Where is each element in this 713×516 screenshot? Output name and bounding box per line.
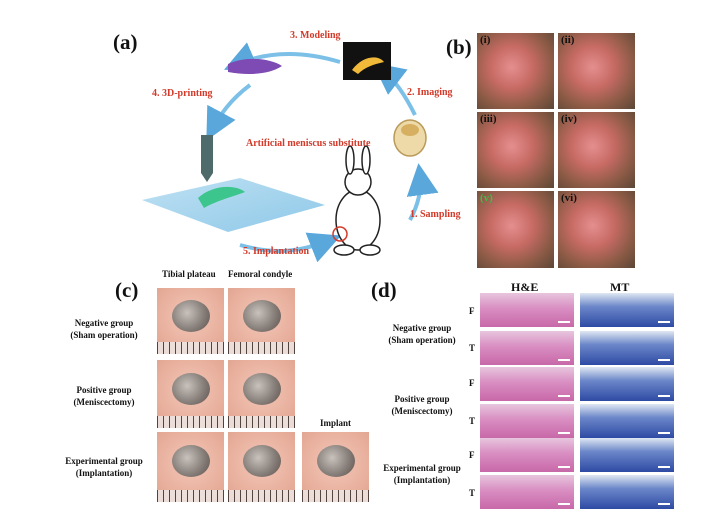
mt-experimental-tibia [580, 475, 674, 509]
photo-label: (iv) [561, 113, 577, 125]
surgery-photo-5: (v) [477, 191, 554, 268]
femur-label: F [469, 306, 475, 316]
tibial-photo-positive [157, 360, 224, 428]
row-subtitle: (Implantation) [393, 475, 451, 485]
femur-label: F [469, 378, 475, 388]
mt-positive-femur [580, 367, 674, 401]
step-implantation: 5. Implantation [243, 246, 310, 257]
purple-meniscus-model [228, 58, 282, 74]
surgery-photo-3: (iii) [477, 112, 554, 188]
column-femoral-condyle: Femoral condyle [228, 269, 293, 279]
implant-photo [302, 432, 369, 502]
femur-label: F [469, 450, 475, 460]
column-implant: Implant [320, 418, 352, 428]
mt-negative-tibia [580, 331, 674, 365]
step-modeling: 3. Modeling [290, 30, 341, 41]
tibial-photo-experimental [157, 432, 224, 502]
surgery-photo-4: (iv) [558, 112, 635, 188]
printed-meniscus [198, 186, 245, 208]
tibia-label: T [469, 416, 476, 426]
he-negative-tibia [480, 331, 574, 365]
row-subtitle: (Meniscectomy) [73, 397, 135, 407]
photo-label: (iii) [480, 113, 497, 125]
row-title: Experimental group [383, 463, 461, 473]
mt-negative-femur [580, 293, 674, 327]
photo-label: (ii) [561, 34, 575, 46]
he-positive-femur [480, 367, 574, 401]
tibia-label: T [469, 343, 476, 353]
row-title: Positive group [76, 385, 132, 395]
row-experimental-group: Experimental group (Implantation) [52, 455, 156, 479]
arrow-implantation [239, 232, 342, 263]
row-title: Negative group [74, 318, 134, 328]
he-negative-femur [480, 293, 574, 327]
panel-d-label: (d) [371, 278, 397, 302]
tibial-photo-negative [157, 288, 224, 354]
surgery-photo-6: (vi) [558, 191, 635, 268]
row-subtitle: (Sham operation) [388, 335, 456, 345]
mt-positive-tibia [580, 404, 674, 438]
workflow-diagram [142, 42, 439, 263]
row-title: Positive group [394, 394, 450, 404]
rabbit-illustration [333, 145, 381, 256]
he-experimental-femur [480, 438, 574, 472]
femoral-photo-negative [228, 288, 295, 354]
center-label: Artificial meniscus substitute [246, 138, 371, 149]
arrow-printing-down [206, 83, 252, 141]
surgery-photo-1: (i) [477, 33, 554, 109]
row-negative-group: Negative group (Sham operation) [52, 317, 156, 341]
tibia-label: T [469, 488, 476, 498]
column-he: H&E [511, 280, 539, 294]
panel-a-label: (a) [113, 30, 138, 54]
panel-c-label: (c) [115, 278, 139, 302]
photo-label: (vi) [561, 192, 577, 204]
histo-row-experimental: Experimental group (Implantation) [372, 462, 472, 486]
femoral-photo-experimental [228, 432, 295, 502]
column-mt: MT [610, 280, 630, 294]
row-subtitle: (Implantation) [75, 468, 133, 478]
column-tibial-plateau: Tibial plateau [162, 269, 216, 279]
build-plane [142, 178, 325, 232]
he-experimental-tibia [480, 475, 574, 509]
panel-b-label: (b) [446, 35, 472, 59]
row-subtitle: (Sham operation) [70, 330, 138, 340]
photo-label: (i) [480, 34, 491, 46]
mt-experimental-femur [580, 438, 674, 472]
row-positive-group: Positive group (Meniscectomy) [52, 384, 156, 408]
histo-row-positive: Positive group (Meniscectomy) [376, 393, 468, 417]
meniscus-model-shape [352, 57, 384, 74]
row-subtitle: (Meniscectomy) [391, 406, 453, 416]
step-3d-printing: 4. 3D-printing [152, 88, 213, 99]
arrow-sampling-to-imaging [406, 163, 439, 221]
surgery-photo-2: (ii) [558, 33, 635, 109]
row-title: Experimental group [65, 456, 143, 466]
step-sampling: 1. Sampling [410, 209, 461, 220]
row-title: Negative group [392, 323, 452, 333]
photo-label: (v) [480, 192, 493, 204]
he-positive-tibia [480, 404, 574, 438]
step-imaging: 2. Imaging [407, 87, 453, 98]
histo-row-negative: Negative group (Sham operation) [376, 322, 468, 346]
printer-nozzle [201, 135, 213, 173]
femoral-photo-positive [228, 360, 295, 428]
implant-site-circle [332, 226, 348, 242]
